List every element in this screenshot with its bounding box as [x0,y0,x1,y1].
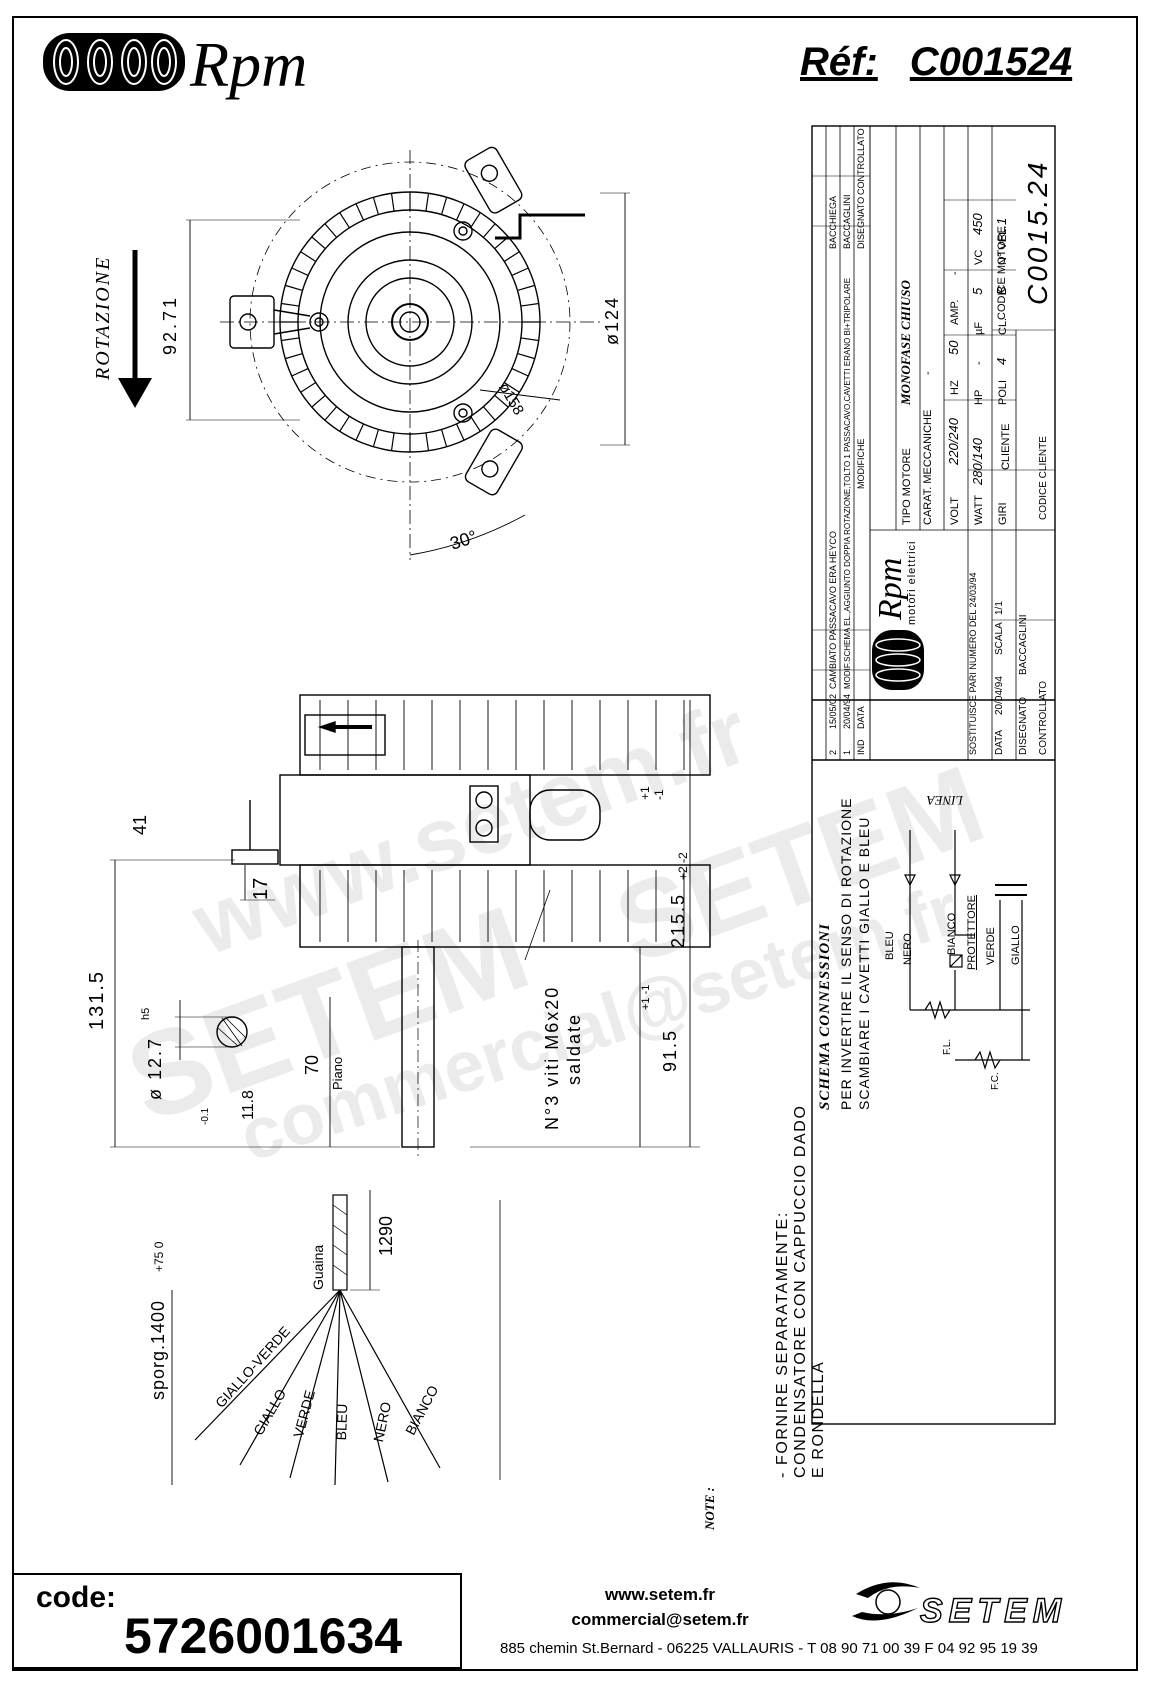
dim-diameter-124: ø124 [602,295,622,345]
tb-uf-value: 5 [970,287,985,295]
website-link[interactable]: www.setem.fr [605,1585,715,1604]
tb-rev2-text: CAMBIATO PASSACAVO ERA HEYCO [828,531,838,689]
tb-cliente-label: CLIENTE [1000,423,1012,470]
reference: Réf: C001524 [800,40,1072,85]
tb-hz-label: HZ [949,380,961,395]
tb-carat: CARAT. MECCANICHE - [922,371,934,525]
tb-hdr-ind: IND [856,739,866,756]
tb-rev2-date: 15/05/02 [828,693,838,729]
code-value: 5726001634 [124,1608,403,1664]
drawing-frame [12,16,1138,1671]
tb-company: Rpm [872,557,909,620]
tb-row-data: DATA 20/04/94 SCALA 1/1 [994,601,1005,755]
tb-tipo-value: MONOFASE CHIUSO [898,280,913,405]
tb-poli-value: 4 [994,357,1009,365]
tb-hdr-controllato: CONTROLLATO [856,128,866,195]
motor-front-view [186,146,630,560]
tb-hp-label: HP [973,389,985,405]
tb-disegnato-label: DISEGNATO [1018,697,1029,755]
title-block [811,125,1056,1425]
tb-company-sub: motori elettrici [906,540,918,625]
ref-label: Réf: [800,40,878,84]
tb-scala-label: SCALA [994,622,1005,655]
tb-row-volt: VOLT 220/240 HZ 50 AMP. - [946,271,961,525]
tb-codice-cliente-label: CODICE CLIENTE [1038,436,1049,520]
tb-rev2: 2 15/05/02 CAMBIATO PASSACAVO ERA HEYCO BAC… [828,196,838,755]
rpm-coil-logo [43,33,185,91]
tb-vc-value: 450 [970,213,985,235]
tb-hz-value: 50 [946,340,961,355]
brand-rpm: Rpm [190,29,308,100]
schema-fl: F.L. [942,1038,953,1055]
tb-rev1-text: MODIF.SCHEMA EL.,AGGIUNTO DOPPIA ROTAZIO… [843,277,852,689]
setem-logo: SETEM [919,1591,1068,1630]
tb-hdr-modifiche: MODIFICHE [856,438,866,490]
tb-rev2-num: 2 [828,749,838,755]
tb-volt-label: VOLT [949,497,961,525]
tb-vc-label: VC [973,249,985,265]
tb-rev1-date: 20/04/94 [842,693,852,729]
tb-rev1: 1 20/04/94 MODIF.SCHEMA EL.,AGGIUNTO DOPPI… [842,194,852,755]
tb-hp-value: - [973,361,985,365]
schema-fc: F.C. [990,1072,1001,1090]
tb-data-value: 20/04/94 [994,676,1005,715]
rotation-label: ROTAZIONE [92,255,114,380]
wire-label-bleu: BLEU [333,1403,351,1441]
dim-131: 131.5 [86,969,108,1030]
tb-uf-label: µF [973,321,985,335]
note-label: NOTE : [702,1487,717,1530]
dim-41: 41 [130,814,150,835]
tb-row-watt: WATT 280/140 HP - µF 5 VC 450 [970,213,985,525]
tb-disegnato-value: BACCAGLINI [1018,614,1029,675]
tb-codice-motore-value: C0015.24 [1022,159,1053,305]
tb-scala-value: 1/1 [994,601,1005,615]
dim-height-top: 92.71 [160,294,180,355]
tb-carat-label: CARAT. MECCANICHE [922,409,934,525]
dim-sporg-tol: +75 0 [152,1241,166,1272]
dim-1290: 1290 [376,1215,396,1256]
tb-sostituisce: SOSTITUISCE PARI NUMERO DEL 24/03/94 [968,572,978,755]
guaina-label: Guaina [310,1244,326,1290]
tb-hdr-disegnato: DISEGNATO [856,196,866,249]
tb-controllato-label: CONTROLLATO [1038,680,1049,755]
tb-watt-value: 280/140 [970,438,985,485]
tb-data-label: DATA [994,729,1005,755]
setem-swoosh-icon [852,1582,920,1621]
schema-giallo: GIALLO [1010,925,1022,965]
cable-bundle-view [171,1190,501,1486]
tb-row-disegnato: DISEGNATO BACCAGLINI [1018,614,1029,755]
condensatore-note: - FORNIRE SEPARATAMENTE: CONDENSATORE CO… [774,1104,827,1479]
tb-amp-value: - [949,271,961,275]
wiring-schematic [904,830,1030,1071]
motor-side-view [110,694,711,1160]
email-link[interactable]: commercial@setem.fr [571,1610,749,1629]
tb-carat-value: - [922,371,934,375]
tb-amp-label: AMP. [949,299,961,325]
tb-poli-label: POLI [997,379,1009,405]
address: 885 chemin St.Bernard - 06225 VALLAURIS … [500,1640,1038,1657]
titleblock-rpm-logo [872,630,924,690]
code-label: code: [36,1581,117,1614]
tb-header-row: IND DATA MODIFICHE DISEGNATOCONTROLLATO [856,128,866,755]
code-box: code: 5726001634 [12,1573,462,1669]
ref-value: C001524 [909,40,1073,84]
tb-watt-label: WATT [973,495,985,525]
dim-sporg: sporg.1400 [148,1299,168,1400]
schema-verde: VERDE [985,927,997,965]
tb-hdr-data: DATA [856,706,866,729]
tb-tipo-label: TIPO MOTORE [901,448,913,525]
tb-nvel-value: 1 [994,217,1009,225]
schema-protettore: PROTETTORE [966,895,978,970]
tb-rev2-sig: BACCHIEGA [828,195,838,249]
rotation-arrow-icon [118,250,152,408]
tb-codice-motore-label: CODICE MOTORE [996,226,1008,320]
tb-rev1-sig: BACCAGLINI [842,194,852,249]
contact-block: www.setem.fr commercial@setem.fr [470,1582,850,1632]
tb-rev1-num: 1 [842,749,852,755]
tb-giri-label: GIRI [997,502,1009,525]
tb-volt-value: 220/240 [946,418,961,465]
tb-tipo: TIPO MOTORE MONOFASE CHIUSO [898,280,914,525]
